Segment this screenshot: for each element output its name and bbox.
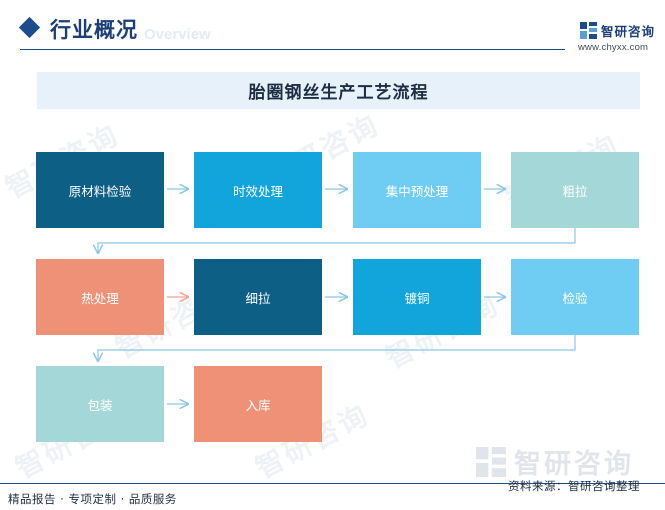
step-pretreatment: 集中预处理 bbox=[353, 152, 481, 228]
diagram-title: 胎圈钢丝生产工艺流程 bbox=[248, 83, 429, 103]
watermark-logo: 智研咨询 bbox=[476, 442, 634, 481]
header: 行业概况 Overview 智研咨询 www.chyxx.com bbox=[0, 0, 665, 62]
step-fine-drawing: 细拉 bbox=[194, 259, 322, 335]
section-title: 行业概况 bbox=[50, 18, 138, 42]
step-copper-plating: 镀铜 bbox=[353, 259, 481, 335]
step-warehousing: 入库 bbox=[194, 366, 322, 442]
footer-divider bbox=[0, 483, 665, 484]
title-band: 胎圈钢丝生产工艺流程 bbox=[37, 72, 640, 109]
watermark-logo-text: 智研咨询 bbox=[514, 449, 634, 480]
footer-source: 资料来源：智研咨询整理 bbox=[508, 479, 640, 493]
brand-name: 智研咨询 bbox=[601, 23, 656, 39]
header-divider bbox=[20, 49, 565, 50]
arrow-4-5 bbox=[98, 228, 576, 253]
step-rough-drawing: 粗拉 bbox=[511, 152, 639, 228]
brand-logo-icon bbox=[580, 21, 597, 39]
step-inspection: 检验 bbox=[511, 259, 639, 335]
brand-logo: 智研咨询 bbox=[580, 20, 655, 40]
section-subtitle: Overview bbox=[144, 26, 211, 43]
footer-slogan: 精品报告 · 专项定制 · 品质服务 bbox=[8, 492, 177, 506]
step-heat-treatment: 热处理 bbox=[36, 259, 164, 335]
arrow-8-9 bbox=[98, 335, 576, 361]
watermark-logo-icon bbox=[476, 446, 506, 477]
step-packaging: 包装 bbox=[36, 366, 164, 442]
step-raw-material-inspection: 原材料检验 bbox=[36, 152, 164, 228]
brand-url: www.chyxx.com bbox=[578, 42, 649, 53]
step-aging-treatment: 时效处理 bbox=[194, 152, 322, 228]
